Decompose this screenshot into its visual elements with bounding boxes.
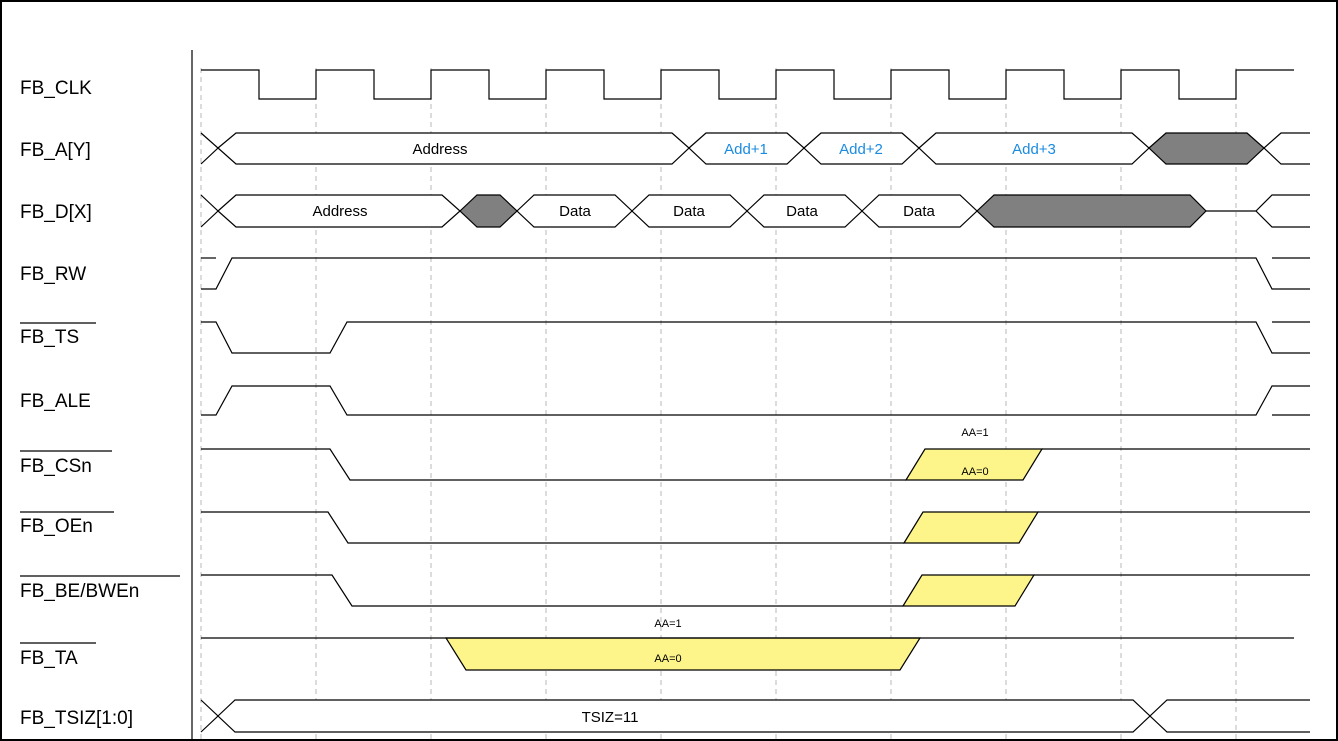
cs-aa1-label: AA=1 bbox=[961, 427, 988, 439]
ts-trace bbox=[201, 321, 1310, 354]
signal-labels: FB_CLK FB_A[Y] FB_D[X] FB_RW FB_TS FB_AL… bbox=[20, 78, 180, 729]
clock-edge-guides bbox=[200, 68, 1237, 741]
bus-segment-undefined bbox=[1148, 132, 1265, 165]
waveform-fb-d: Address Data Data Data Data bbox=[200, 194, 1310, 228]
label-fb-oen: FB_OEn bbox=[20, 516, 93, 537]
bus-segment-undefined bbox=[976, 194, 1207, 228]
waveform-fb-oen bbox=[201, 511, 1310, 544]
ta-aa0-label: AA=0 bbox=[654, 653, 681, 665]
label-fb-ale: FB_ALE bbox=[20, 391, 91, 412]
address-label: Address bbox=[412, 141, 467, 158]
be-aa-window bbox=[901, 574, 1036, 607]
cs-aa0-label: AA=0 bbox=[961, 466, 988, 478]
rw-trace bbox=[201, 257, 1310, 290]
data-address-label: Address bbox=[312, 203, 367, 220]
tsiz-segment bbox=[217, 699, 1151, 733]
label-fb-tsiz: FB_TSIZ[1:0] bbox=[20, 708, 133, 729]
waveform-fb-clk bbox=[201, 69, 1294, 100]
label-fb-ta: FB_TA bbox=[20, 648, 78, 669]
add2-label: Add+2 bbox=[839, 141, 883, 158]
ta-aa-window bbox=[444, 637, 922, 671]
bus-segment-turnaround bbox=[459, 194, 518, 228]
waveform-fb-ta: AA=1 AA=0 bbox=[201, 618, 1294, 671]
be-trace bbox=[201, 574, 903, 607]
data-label-2: Data bbox=[673, 203, 705, 220]
data-label-3: Data bbox=[786, 203, 818, 220]
data-label-1: Data bbox=[559, 203, 591, 220]
oe-trace bbox=[201, 511, 904, 544]
add3-label: Add+3 bbox=[1012, 141, 1056, 158]
waveform-fb-a: Address Add+1 Add+2 Add+3 bbox=[200, 132, 1310, 165]
label-fb-clk: FB_CLK bbox=[20, 78, 92, 99]
waveform-fb-ts bbox=[201, 321, 1310, 354]
ta-aa1-label: AA=1 bbox=[654, 618, 681, 630]
waveform-fb-csn: AA=1 AA=0 bbox=[201, 427, 1310, 481]
oe-aa-window bbox=[902, 511, 1040, 544]
cs-trace bbox=[201, 448, 906, 481]
label-fb-rw: FB_RW bbox=[20, 264, 86, 285]
bus-lead-in bbox=[200, 194, 219, 228]
label-fb-a: FB_A[Y] bbox=[20, 140, 91, 161]
label-fb-be-bwen: FB_BE/BWEn bbox=[20, 581, 139, 602]
waveform-fb-tsiz: TSIZ=11 bbox=[200, 699, 1310, 733]
ale-trace bbox=[201, 385, 1310, 416]
bus-lead-in bbox=[200, 699, 219, 733]
bus-lead-out bbox=[1149, 699, 1310, 733]
waveform-fb-be-bwen bbox=[201, 574, 1310, 607]
bus-lead-out bbox=[1263, 132, 1310, 165]
label-fb-csn: FB_CSn bbox=[20, 456, 92, 477]
data-label-4: Data bbox=[903, 203, 935, 220]
tsiz-label: TSIZ=11 bbox=[582, 709, 639, 726]
waveform-fb-rw bbox=[201, 257, 1310, 290]
add1-label: Add+1 bbox=[724, 141, 768, 158]
label-fb-ts: FB_TS bbox=[20, 327, 79, 348]
bus-lead-out bbox=[1255, 194, 1310, 228]
waveform-fb-ale bbox=[201, 385, 1310, 416]
label-fb-d: FB_D[X] bbox=[20, 202, 92, 223]
bus-lead-in bbox=[200, 132, 219, 165]
